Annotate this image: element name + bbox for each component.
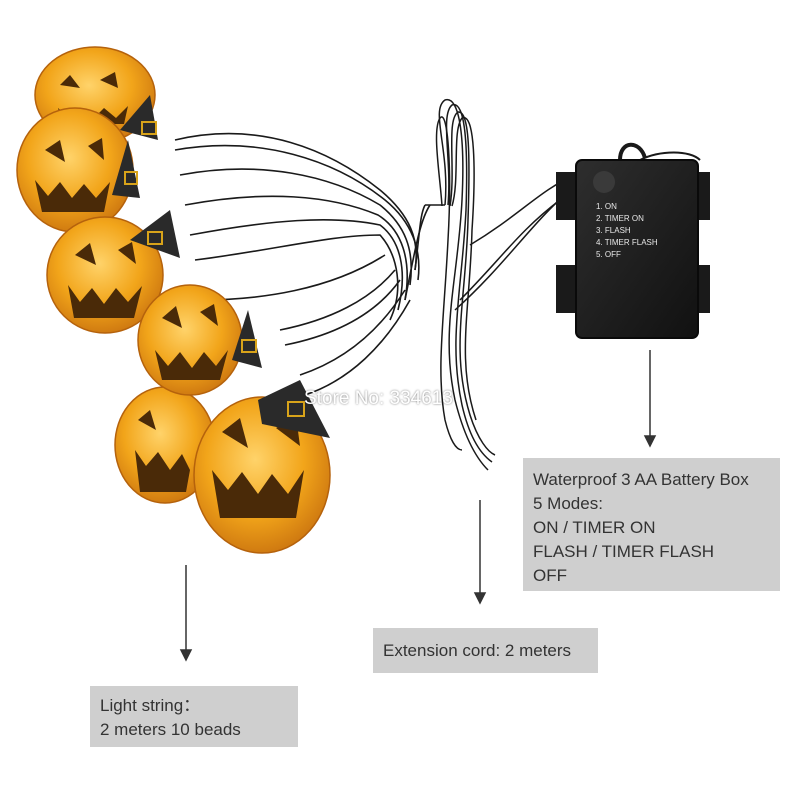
pumpkin-5	[137, 284, 243, 396]
battery-callout-line-5: OFF	[533, 566, 567, 585]
battery-box-callout: Waterproof 3 AA Battery Box 5 Modes: ON …	[523, 458, 780, 591]
battery-mode-5: 5. OFF	[596, 250, 621, 259]
pumpkin-3	[46, 216, 164, 334]
pumpkin-2	[16, 107, 134, 233]
battery-mode-1: 1. ON	[596, 202, 617, 211]
battery-mode-3: 3. FLASH	[596, 226, 631, 235]
cord-arrowhead-icon	[473, 592, 487, 605]
light-string-callout: Light string： 2 meters 10 beads	[90, 686, 298, 747]
light-callout-line-2: 2 meters 10 beads	[100, 720, 241, 739]
battery-callout-line-4: FLASH / TIMER FLASH	[533, 542, 715, 561]
mode-button-icon	[593, 171, 615, 193]
cord-callout-line-1: Extension cord: 2 meters	[383, 641, 572, 660]
battery-arrowhead-icon	[643, 435, 657, 448]
battery-mode-4: 4. TIMER FLASH	[596, 238, 658, 247]
extension-cord-callout: Extension cord: 2 meters	[373, 628, 598, 673]
light-arrowhead-icon	[179, 649, 193, 662]
pumpkin-6	[193, 396, 331, 554]
store-watermark: Store No: 334613	[304, 388, 453, 409]
witch-hats	[112, 95, 330, 438]
battery-callout-line-2: 5 Modes:	[533, 494, 603, 513]
battery-callout-line-3: ON / TIMER ON	[533, 518, 656, 537]
callout-arrows	[179, 350, 657, 662]
battery-box: 1. ON 2. TIMER ON 3. FLASH 4. TIMER FLAS…	[556, 142, 710, 339]
light-callout-line-1: Light string：	[100, 696, 201, 715]
battery-mode-2: 2. TIMER ON	[596, 214, 644, 223]
battery-callout-line-1: Waterproof 3 AA Battery Box	[533, 470, 749, 489]
extension-cord	[435, 99, 576, 471]
pumpkin-lights	[16, 46, 331, 554]
